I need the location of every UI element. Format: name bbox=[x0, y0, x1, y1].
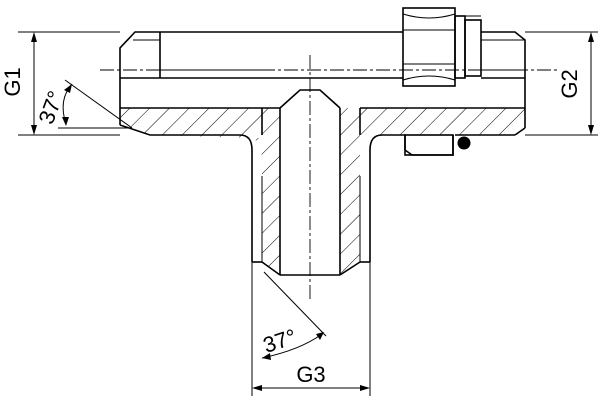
angle-bottom: 37° bbox=[260, 271, 327, 360]
angle-left-label: 37° bbox=[34, 88, 69, 128]
angle-bottom-label: 37° bbox=[260, 324, 299, 358]
sectioned-body bbox=[120, 108, 525, 275]
angle-left: 37° bbox=[34, 79, 133, 129]
o-ring-icon bbox=[457, 136, 471, 150]
center-lines bbox=[100, 55, 560, 300]
dimension-g1: G1 bbox=[0, 31, 120, 136]
right-stud-outline bbox=[360, 7, 526, 156]
g1-label: G1 bbox=[0, 67, 25, 96]
dimension-g3: G3 bbox=[251, 262, 371, 396]
g3-label: G3 bbox=[296, 362, 325, 387]
g2-label: G2 bbox=[557, 69, 582, 98]
dimension-g2: G2 bbox=[525, 31, 598, 136]
branch-outline bbox=[239, 89, 383, 276]
